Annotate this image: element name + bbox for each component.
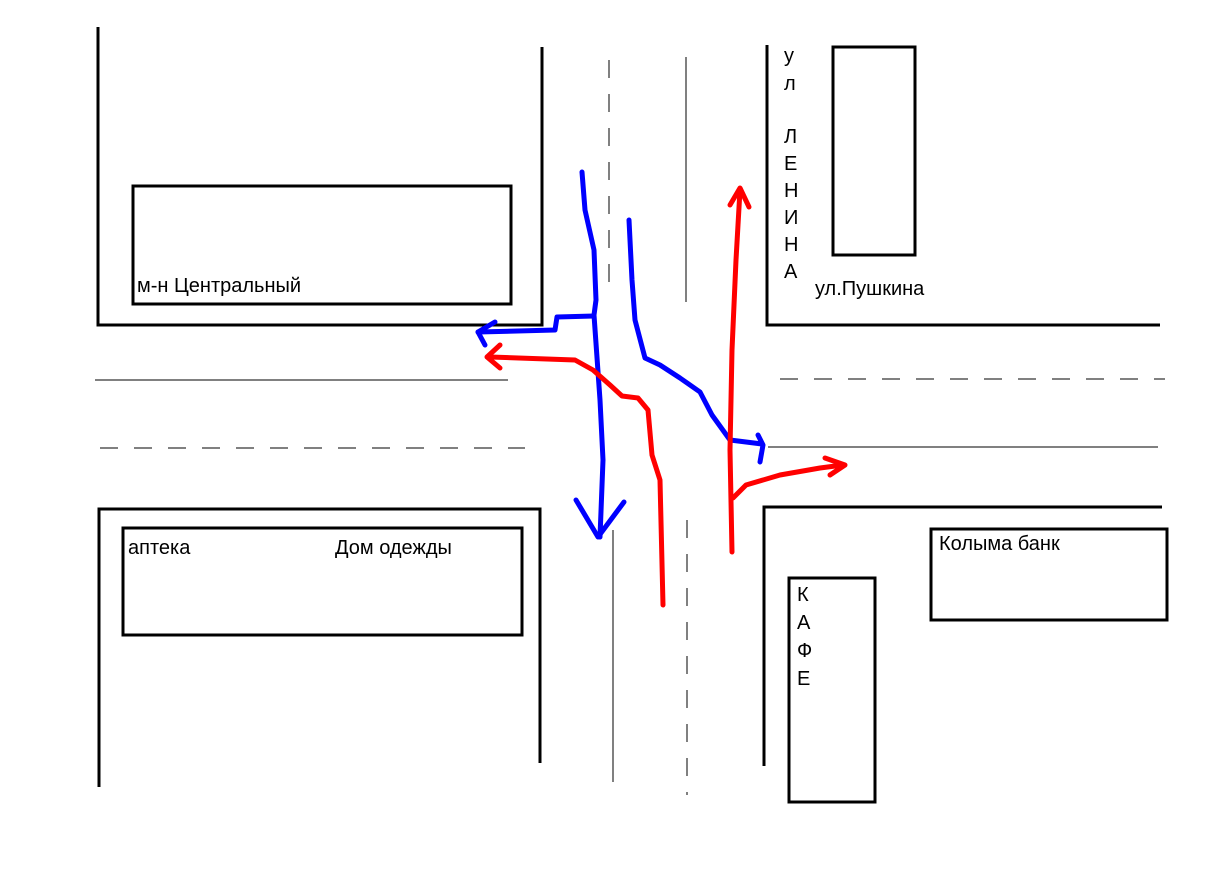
red-route-left-turn — [487, 354, 666, 608]
blue-arrowhead-down — [573, 497, 627, 540]
lenin-letter: И — [784, 207, 798, 229]
blue-route-straight — [579, 169, 606, 540]
lenin-letter: Л — [784, 126, 797, 148]
lenin-street-label: у л Л Е Н И Н А — [784, 45, 798, 283]
lenin-letter: А — [784, 261, 798, 283]
cafe-letter: Ф — [797, 640, 812, 662]
blue-arrowhead-left — [475, 319, 498, 348]
lenin-letter: Н — [784, 234, 798, 256]
cafe-letter: К — [797, 584, 809, 606]
pushkin-street-label: ул.Пушкина — [815, 278, 925, 300]
cafe-label: К А Ф Е — [797, 584, 812, 690]
lenin-letter: Е — [784, 153, 797, 175]
shop-central-building — [131, 184, 513, 306]
blue-arrowhead-right — [755, 432, 766, 465]
cafe-letter: А — [797, 612, 811, 634]
ne-block-outline — [765, 45, 1160, 327]
cafe-building — [787, 576, 877, 804]
red-arrowhead-left — [484, 342, 503, 371]
kolyma-bank-building — [929, 527, 1169, 622]
kolyma-bank-label: Колыма банк — [939, 533, 1060, 555]
blue-route-left-turn — [626, 217, 765, 447]
pharmacy-clothing-building — [121, 526, 524, 637]
lenin-letter: у — [784, 45, 794, 67]
red-arrowhead-up — [727, 185, 752, 210]
red-route-right-turn — [730, 462, 846, 501]
red-arrowhead-right — [822, 455, 848, 478]
clothing-house-label: Дом одежды — [335, 537, 452, 559]
cafe-letter: Е — [797, 668, 810, 690]
lenin-letter: Н — [784, 180, 798, 202]
se-block-outline — [762, 505, 1162, 766]
pharmacy-label: аптека — [128, 537, 191, 559]
shop-central-label: м-н Центральный — [137, 275, 301, 297]
sw-block-outline — [97, 507, 542, 787]
red-route-straight — [727, 187, 743, 555]
nw-block-outline — [96, 27, 544, 327]
blue-route-right-turn — [475, 313, 597, 335]
lenin-letter: л — [784, 73, 796, 95]
ne-building — [831, 45, 917, 257]
